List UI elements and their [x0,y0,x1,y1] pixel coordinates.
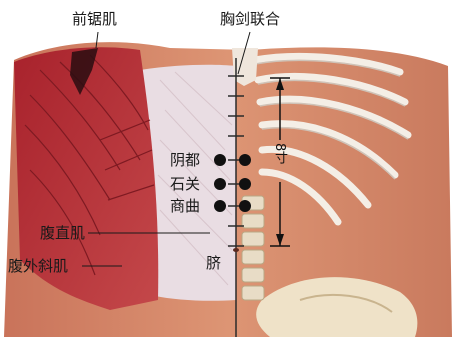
navel-mark [233,248,239,252]
acupoint-yindu-left [214,154,226,166]
label-yindu: 阴都 [170,153,200,168]
measurement-label: 8寸 [273,143,286,164]
label-shangqu: 商曲 [170,199,200,214]
label-rectus: 腹直肌 [40,226,85,241]
label-sternal-junction: 胸剑联合 [220,12,280,27]
label-external-oblique: 腹外斜肌 [8,259,68,274]
acupoint-yindu-right [239,154,251,166]
label-serratus: 前锯肌 [72,12,117,27]
acupoint-shangqu-right [239,200,251,212]
acupoint-shiguan-right [239,178,251,190]
acupoint-shiguan-left [214,178,226,190]
label-navel: 脐 [206,256,221,271]
acupoint-shangqu-left [214,200,226,212]
label-shiguan: 石关 [170,177,200,192]
